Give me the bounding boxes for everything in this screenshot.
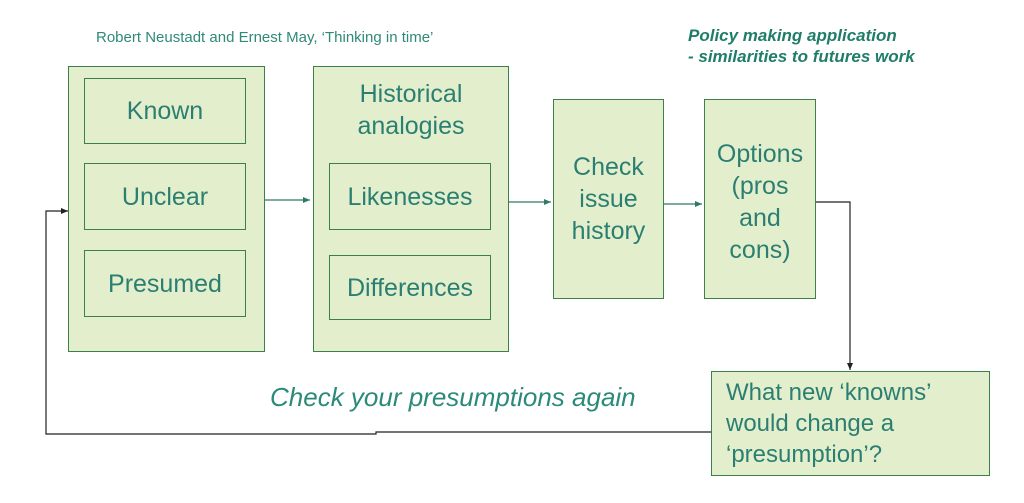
likenesses-box: Likenesses: [329, 163, 491, 230]
arrow-stage4-to-stage5: [816, 201, 853, 370]
options-box: Options (pros and cons): [704, 99, 816, 299]
new-knowns-box: What new ‘knowns’ would change a ‘presum…: [711, 371, 990, 476]
options-line-1: Options: [716, 140, 804, 168]
unclear-box: Unclear: [84, 163, 246, 230]
presumed-box: Presumed: [84, 250, 246, 317]
new-knowns-line-1: What new ‘knowns’: [726, 379, 932, 406]
known-box: Known: [84, 78, 246, 144]
citation-text: Robert Neustadt and Ernest May, ‘Thinkin…: [96, 29, 434, 46]
historical-analogies-title: Historical analogies: [313, 78, 509, 142]
check-issue-history-line-3: history: [571, 217, 646, 245]
new-knowns-line-3: ‘presumption’?: [726, 441, 883, 468]
loop-label: Check your presumptions again: [270, 382, 636, 412]
differences-box: Differences: [329, 255, 491, 320]
policy-heading-line-1: Policy making application: [688, 26, 897, 45]
policy-heading: Policy making application - similarities…: [688, 25, 915, 67]
historical-analogies-line-2: analogies: [357, 112, 465, 140]
options-line-2: (pros: [731, 172, 789, 200]
check-issue-history-line-2: issue: [579, 185, 638, 213]
policy-heading-line-2: - similarities to futures work: [688, 47, 915, 66]
check-issue-history-box: Check issue history: [553, 99, 664, 299]
options-line-4: cons): [729, 236, 791, 264]
new-knowns-line-2: would change a: [726, 410, 895, 437]
check-issue-history-line-1: Check: [573, 153, 644, 181]
options-line-3: and: [739, 204, 781, 232]
historical-analogies-line-1: Historical: [359, 80, 463, 108]
loop-back-arrow: [45, 208, 711, 435]
